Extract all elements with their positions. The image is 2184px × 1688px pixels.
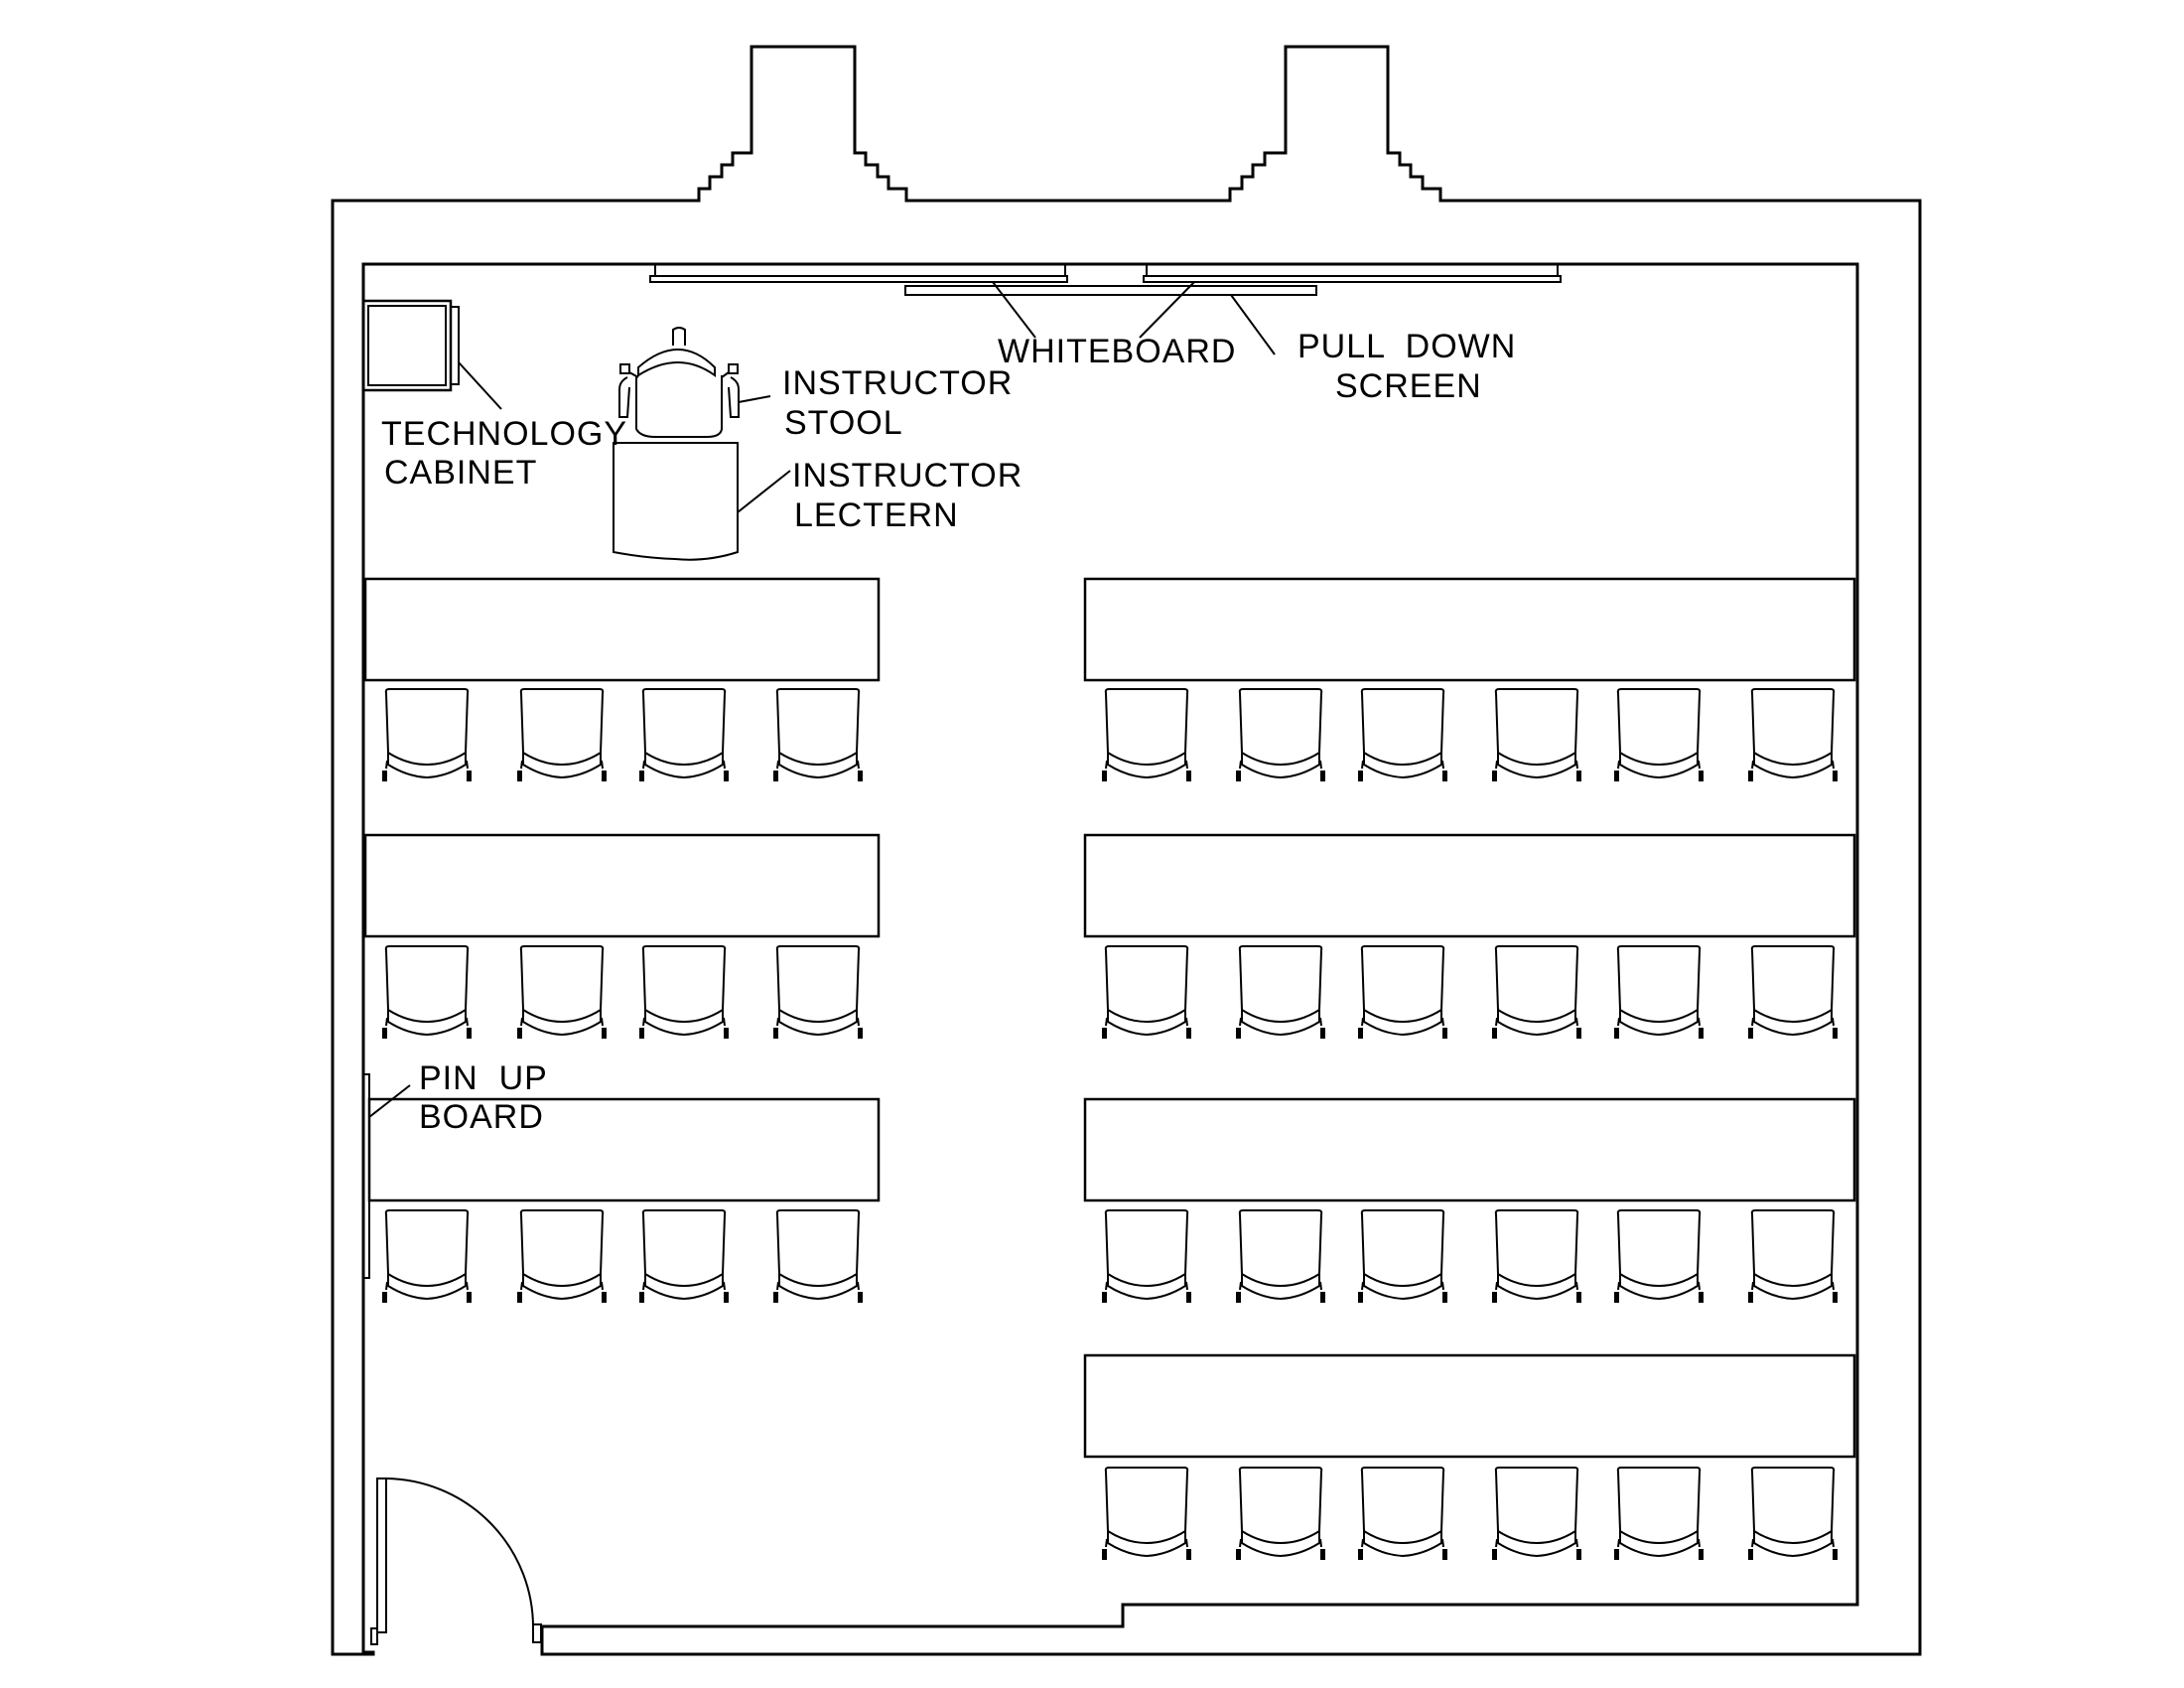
pin-up-board-label-line2: BOARD: [419, 1098, 544, 1136]
pull-down-screen-label-line2: SCREEN: [1335, 367, 1482, 405]
chair: [1613, 1467, 1705, 1561]
chair: [1357, 688, 1448, 782]
door-jamb-left: [370, 1627, 378, 1645]
whiteboard-leader-right: [1139, 281, 1195, 339]
chair: [516, 688, 608, 782]
chair: [638, 1209, 730, 1304]
chair: [1747, 1209, 1839, 1304]
pin-up-board-leader: [368, 1084, 411, 1118]
chair: [1491, 1209, 1582, 1304]
whiteboard-right: [1143, 275, 1562, 283]
chair: [1101, 1209, 1192, 1304]
chair: [1357, 1467, 1448, 1561]
chair: [1357, 945, 1448, 1040]
table: [1083, 833, 1856, 938]
pin-up-board-label-line1: PIN UP: [419, 1059, 548, 1097]
chair: [1491, 1467, 1582, 1561]
instructor-lectern: [613, 442, 739, 561]
whiteboard-left: [649, 275, 1068, 283]
table: [363, 833, 881, 938]
door: [370, 1477, 542, 1645]
technology-cabinet: [361, 299, 460, 392]
chair: [516, 945, 608, 1040]
chair: [1101, 1467, 1192, 1561]
instructor-lectern-leader: [737, 470, 791, 513]
chair: [1235, 1209, 1326, 1304]
instructor-stool-label-line2: STOOL: [784, 404, 903, 442]
chair: [1491, 945, 1582, 1040]
screen-leader: [1230, 294, 1276, 355]
chair: [381, 1209, 473, 1304]
right-table-row-4: [1083, 1353, 1856, 1561]
chair: [1357, 1209, 1448, 1304]
chair: [381, 945, 473, 1040]
chair: [638, 945, 730, 1040]
chair: [638, 688, 730, 782]
table: [1083, 577, 1856, 682]
chair: [772, 688, 864, 782]
table: [1083, 1097, 1856, 1202]
whiteboard-left-tray: [654, 263, 1066, 277]
chair: [1613, 945, 1705, 1040]
instructor-lectern-label-line2: LECTERN: [794, 496, 959, 534]
table: [1083, 1353, 1856, 1459]
left-table-row-3: [367, 1097, 881, 1304]
technology-cabinet-label-line1: TECHNOLOGY: [381, 415, 627, 453]
pull-down-screen: [904, 285, 1317, 296]
chair: [1747, 1467, 1839, 1561]
chair: [1613, 1209, 1705, 1304]
pull-down-screen-label-line1: PULL DOWN: [1297, 328, 1516, 365]
instructor-stool-leader: [738, 395, 771, 403]
instructor-lectern-label-line1: INSTRUCTOR: [792, 457, 1023, 494]
chair: [772, 945, 864, 1040]
table: [363, 577, 881, 682]
whiteboard-right-tray: [1146, 263, 1559, 277]
whiteboard-label: WHITEBOARD: [998, 333, 1236, 370]
door-jamb: [532, 1623, 542, 1643]
chair: [1491, 688, 1582, 782]
chair: [1747, 945, 1839, 1040]
chair: [1747, 688, 1839, 782]
chair: [516, 1209, 608, 1304]
technology-cabinet-label-line2: CABINET: [384, 454, 537, 492]
technology-cabinet-leader: [458, 361, 502, 410]
chair: [772, 1209, 864, 1304]
door-leaf: [376, 1477, 387, 1633]
whiteboard: [649, 263, 1562, 283]
instructor-stool-label-line1: INSTRUCTOR: [782, 364, 1013, 402]
door-swing-arc: [385, 1477, 535, 1629]
right-table-row-2: [1083, 833, 1856, 1040]
whiteboard-leader-left: [992, 281, 1036, 339]
table: [367, 1097, 881, 1202]
right-table-row-1: [1083, 577, 1856, 782]
chair: [1235, 945, 1326, 1040]
left-table-row-1: [363, 577, 881, 782]
instructor-stool: [618, 327, 740, 438]
chair: [1101, 945, 1192, 1040]
chair: [1613, 688, 1705, 782]
outer-wall: [331, 45, 1922, 1656]
chair: [1235, 1467, 1326, 1561]
right-table-row-3: [1083, 1097, 1856, 1304]
left-table-row-2: [363, 833, 881, 1040]
chair: [1235, 688, 1326, 782]
chair: [381, 688, 473, 782]
chair: [1101, 688, 1192, 782]
